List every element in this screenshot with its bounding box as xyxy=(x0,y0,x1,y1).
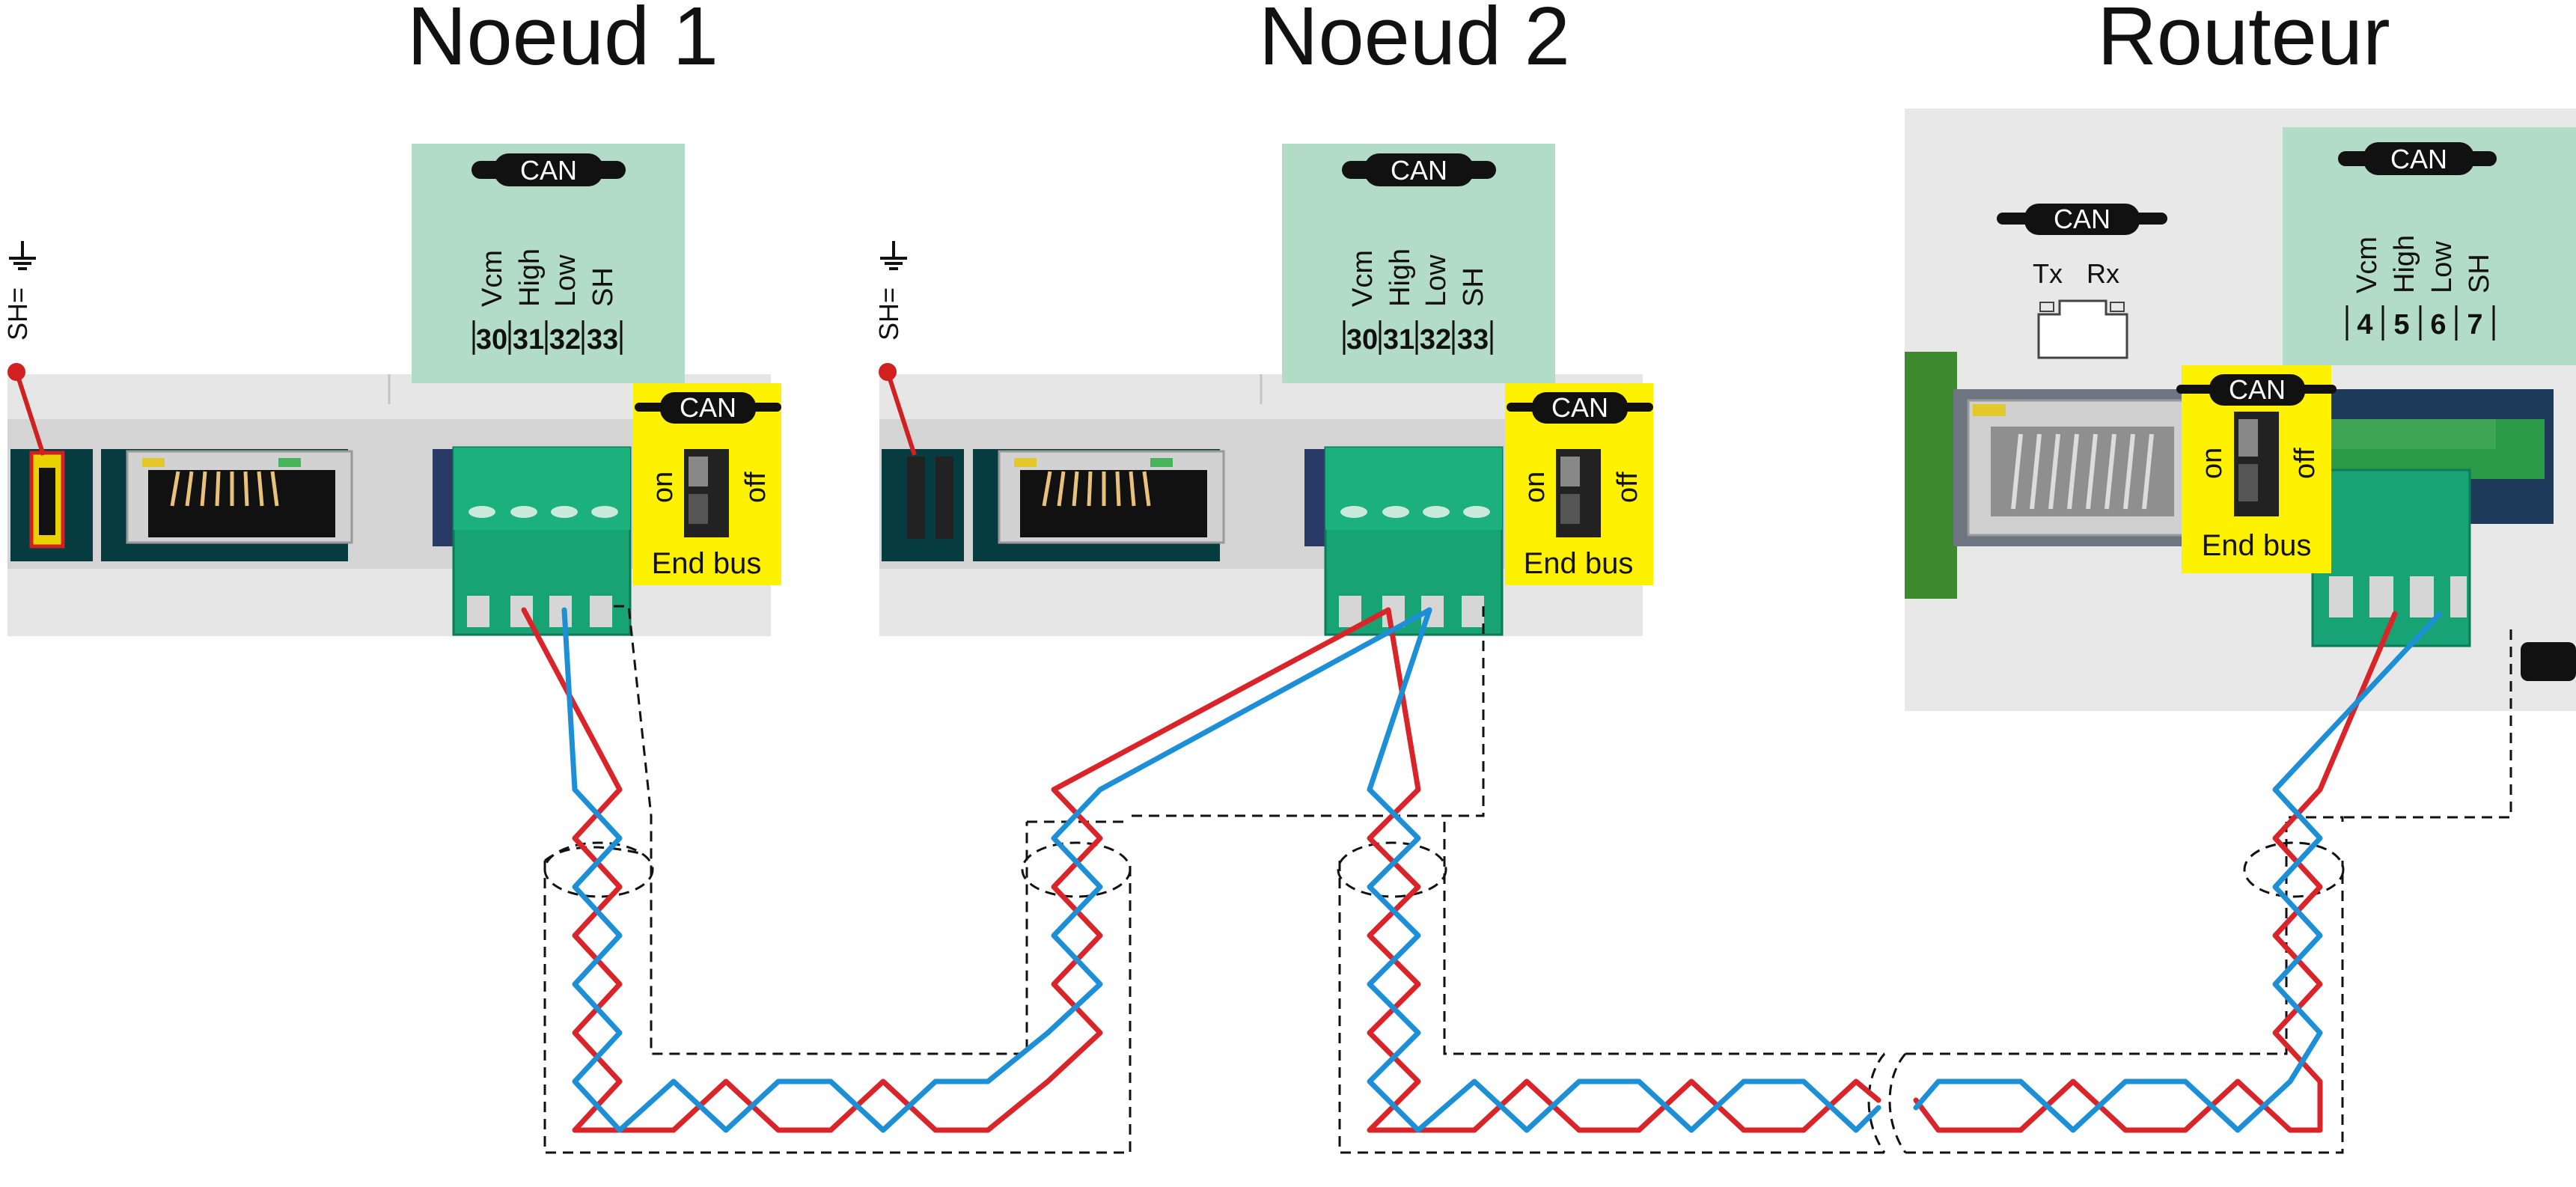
router-can-badge xyxy=(2363,142,2474,175)
node1-shield-probe-icon xyxy=(7,363,25,381)
node2-pin-low: Low xyxy=(1420,254,1452,307)
node2-switch-off: off xyxy=(1612,472,1643,503)
node1-shield-ground-label: SH= xyxy=(2,287,33,341)
node1-pin-panel: CAN Vcm High Low SH 30 31 32 33 xyxy=(412,144,685,383)
router-end-bus-label: End bus xyxy=(2202,529,2312,562)
can-low-wire xyxy=(561,607,2443,1133)
node1-can-badge xyxy=(494,153,603,186)
router-rj45-can-badge xyxy=(2024,204,2140,235)
router-pin-vcm: Vcm xyxy=(2351,237,2383,293)
node1-can-label: CAN xyxy=(520,155,577,186)
router-tx-label: Tx xyxy=(2033,258,2063,289)
router-pin-7: 7 xyxy=(2467,309,2482,341)
cable-shield-segment-1 xyxy=(543,605,1132,1154)
node2-pin-panel: CAN Vcm High Low SH 30 31 32 33 xyxy=(1282,144,1555,383)
node1-pin-31: 31 xyxy=(513,324,544,356)
cable-shield-segment-2 xyxy=(1130,606,2512,1154)
node1-pin-32: 32 xyxy=(549,324,581,356)
node2-end-bus-switch[interactable]: CAN on off End bus xyxy=(1505,383,1653,585)
node1-pin-low: Low xyxy=(550,254,582,307)
node1-end-bus-label: End bus xyxy=(652,547,762,580)
router-pin-high: High xyxy=(2389,235,2420,293)
router-pin-low: Low xyxy=(2426,241,2458,293)
router-rx-label: Rx xyxy=(2087,258,2119,289)
router-end-bus-can-badge xyxy=(2209,374,2305,406)
node2-pin-32: 32 xyxy=(1420,324,1451,356)
node1-pin-33: 33 xyxy=(587,324,618,356)
node2-earth-icon xyxy=(880,241,907,270)
node1-earth-icon xyxy=(9,241,36,270)
node1-end-bus-can-label: CAN xyxy=(680,392,736,423)
router-pin-4: 4 xyxy=(2357,309,2372,341)
router-pin-panel: CAN Vcm High Low SH 4 5 6 7 xyxy=(2283,127,2576,365)
node2-pin-33: 33 xyxy=(1457,324,1489,356)
node1-end-bus-can-badge xyxy=(660,392,756,424)
node1-switch-off: off xyxy=(740,472,772,503)
node1-pin-sh: SH xyxy=(587,267,619,307)
router-pin-sh: SH xyxy=(2464,254,2495,293)
router-rj45-socket-icon xyxy=(2037,299,2128,359)
node2-pin-31: 31 xyxy=(1383,324,1414,356)
node2-pin-high: High xyxy=(1385,248,1416,307)
node2-end-bus-can-label: CAN xyxy=(1551,392,1608,423)
node1-pin-30: 30 xyxy=(476,324,507,356)
node2-title: Noeud 2 xyxy=(1259,0,1570,82)
router-switch-on: on xyxy=(2197,448,2228,479)
router-pin-6: 6 xyxy=(2430,309,2446,341)
router-can-label: CAN xyxy=(2390,144,2447,174)
router-end-bus-switch[interactable]: CAN on off End bus xyxy=(2176,365,2337,573)
node2-pin-30: 30 xyxy=(1346,324,1378,356)
router-rj45-can-label: CAN xyxy=(2054,204,2110,234)
node2-end-bus-label: End bus xyxy=(1524,547,1634,580)
node1-title: Noeud 1 xyxy=(407,0,718,82)
node2-switch-on: on xyxy=(1519,472,1551,503)
node1-pin-vcm: Vcm xyxy=(477,250,508,307)
node2-end-bus-can-badge xyxy=(1532,392,1628,424)
node2-shield-ground-label: SH= xyxy=(873,287,904,341)
node1-switch-on: on xyxy=(647,472,679,503)
router-switch-off: off xyxy=(2289,448,2321,479)
node2-can-label: CAN xyxy=(1391,155,1447,186)
node2-pin-vcm: Vcm xyxy=(1347,250,1379,307)
node2-pin-sh: SH xyxy=(1458,267,1489,307)
router-title: Routeur xyxy=(2097,0,2390,82)
node2-shield-probe-icon xyxy=(879,363,897,381)
node1-end-bus-switch[interactable]: CAN on off End bus xyxy=(633,383,781,585)
router-pin-5: 5 xyxy=(2393,309,2409,341)
node2-can-badge xyxy=(1364,153,1474,186)
node1-pin-high: High xyxy=(514,248,546,307)
router-end-bus-can-label: CAN xyxy=(2229,374,2286,405)
